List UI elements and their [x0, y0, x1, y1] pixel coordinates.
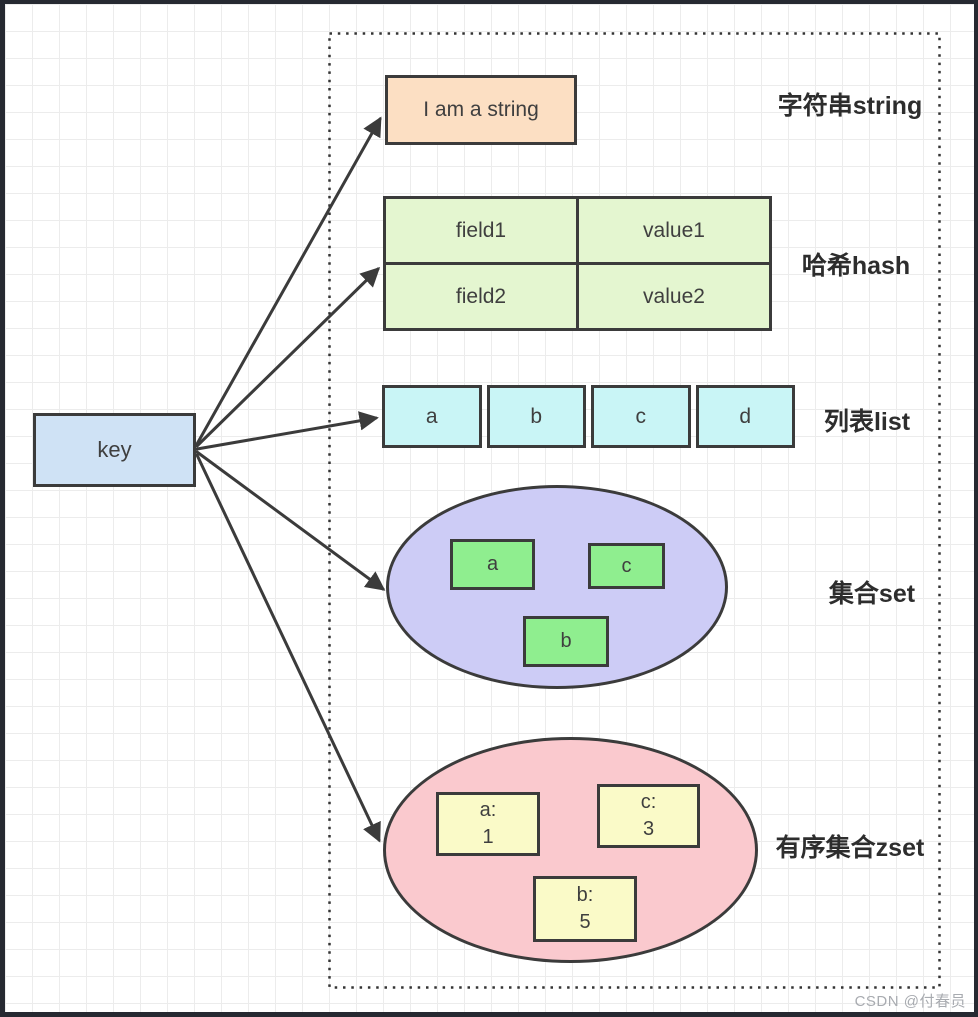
- label-zset: 有序集合zset: [775, 834, 925, 862]
- list-cell-c: c: [591, 385, 691, 448]
- hash-cell-value1: value1: [579, 199, 769, 262]
- set-member-a: a: [450, 539, 535, 590]
- hash-cell-value2: value2: [579, 265, 769, 328]
- zset-member-b-score: 5: [579, 911, 591, 933]
- string-box-text: I am a string: [423, 98, 539, 121]
- zset-member-c-score: 3: [642, 818, 655, 840]
- hash-cell-field2: field2: [386, 265, 576, 328]
- string-box: I am a string: [385, 75, 577, 145]
- zset-member-a-score: 1: [482, 826, 494, 848]
- zset-member-b-key: b:: [576, 884, 594, 906]
- list-cell-d: d: [695, 385, 795, 448]
- key-label: key: [97, 437, 132, 462]
- label-hash: 哈希hash: [801, 252, 911, 280]
- hash-cell-field1: field1: [386, 199, 576, 262]
- list-row: a b c d: [382, 385, 795, 448]
- hash-table: field1 value1 field2 value2: [383, 196, 772, 331]
- set-member-b: b: [523, 616, 609, 667]
- label-set: 集合set: [828, 580, 916, 608]
- zset-member-b: b: 5: [533, 876, 637, 942]
- key-box: key: [33, 413, 196, 487]
- list-cell-b: b: [486, 385, 586, 448]
- zset-member-a-key: a:: [479, 799, 497, 821]
- zset-member-a: a: 1: [436, 792, 540, 856]
- label-list: 列表list: [823, 408, 911, 436]
- watermark: CSDN @付春员: [854, 993, 966, 1010]
- label-string: 字符串string: [777, 92, 923, 120]
- zset-member-c: c: 3: [597, 784, 700, 848]
- list-cell-a: a: [382, 385, 482, 448]
- zset-member-c-key: c:: [640, 791, 657, 813]
- set-member-c: c: [588, 543, 665, 589]
